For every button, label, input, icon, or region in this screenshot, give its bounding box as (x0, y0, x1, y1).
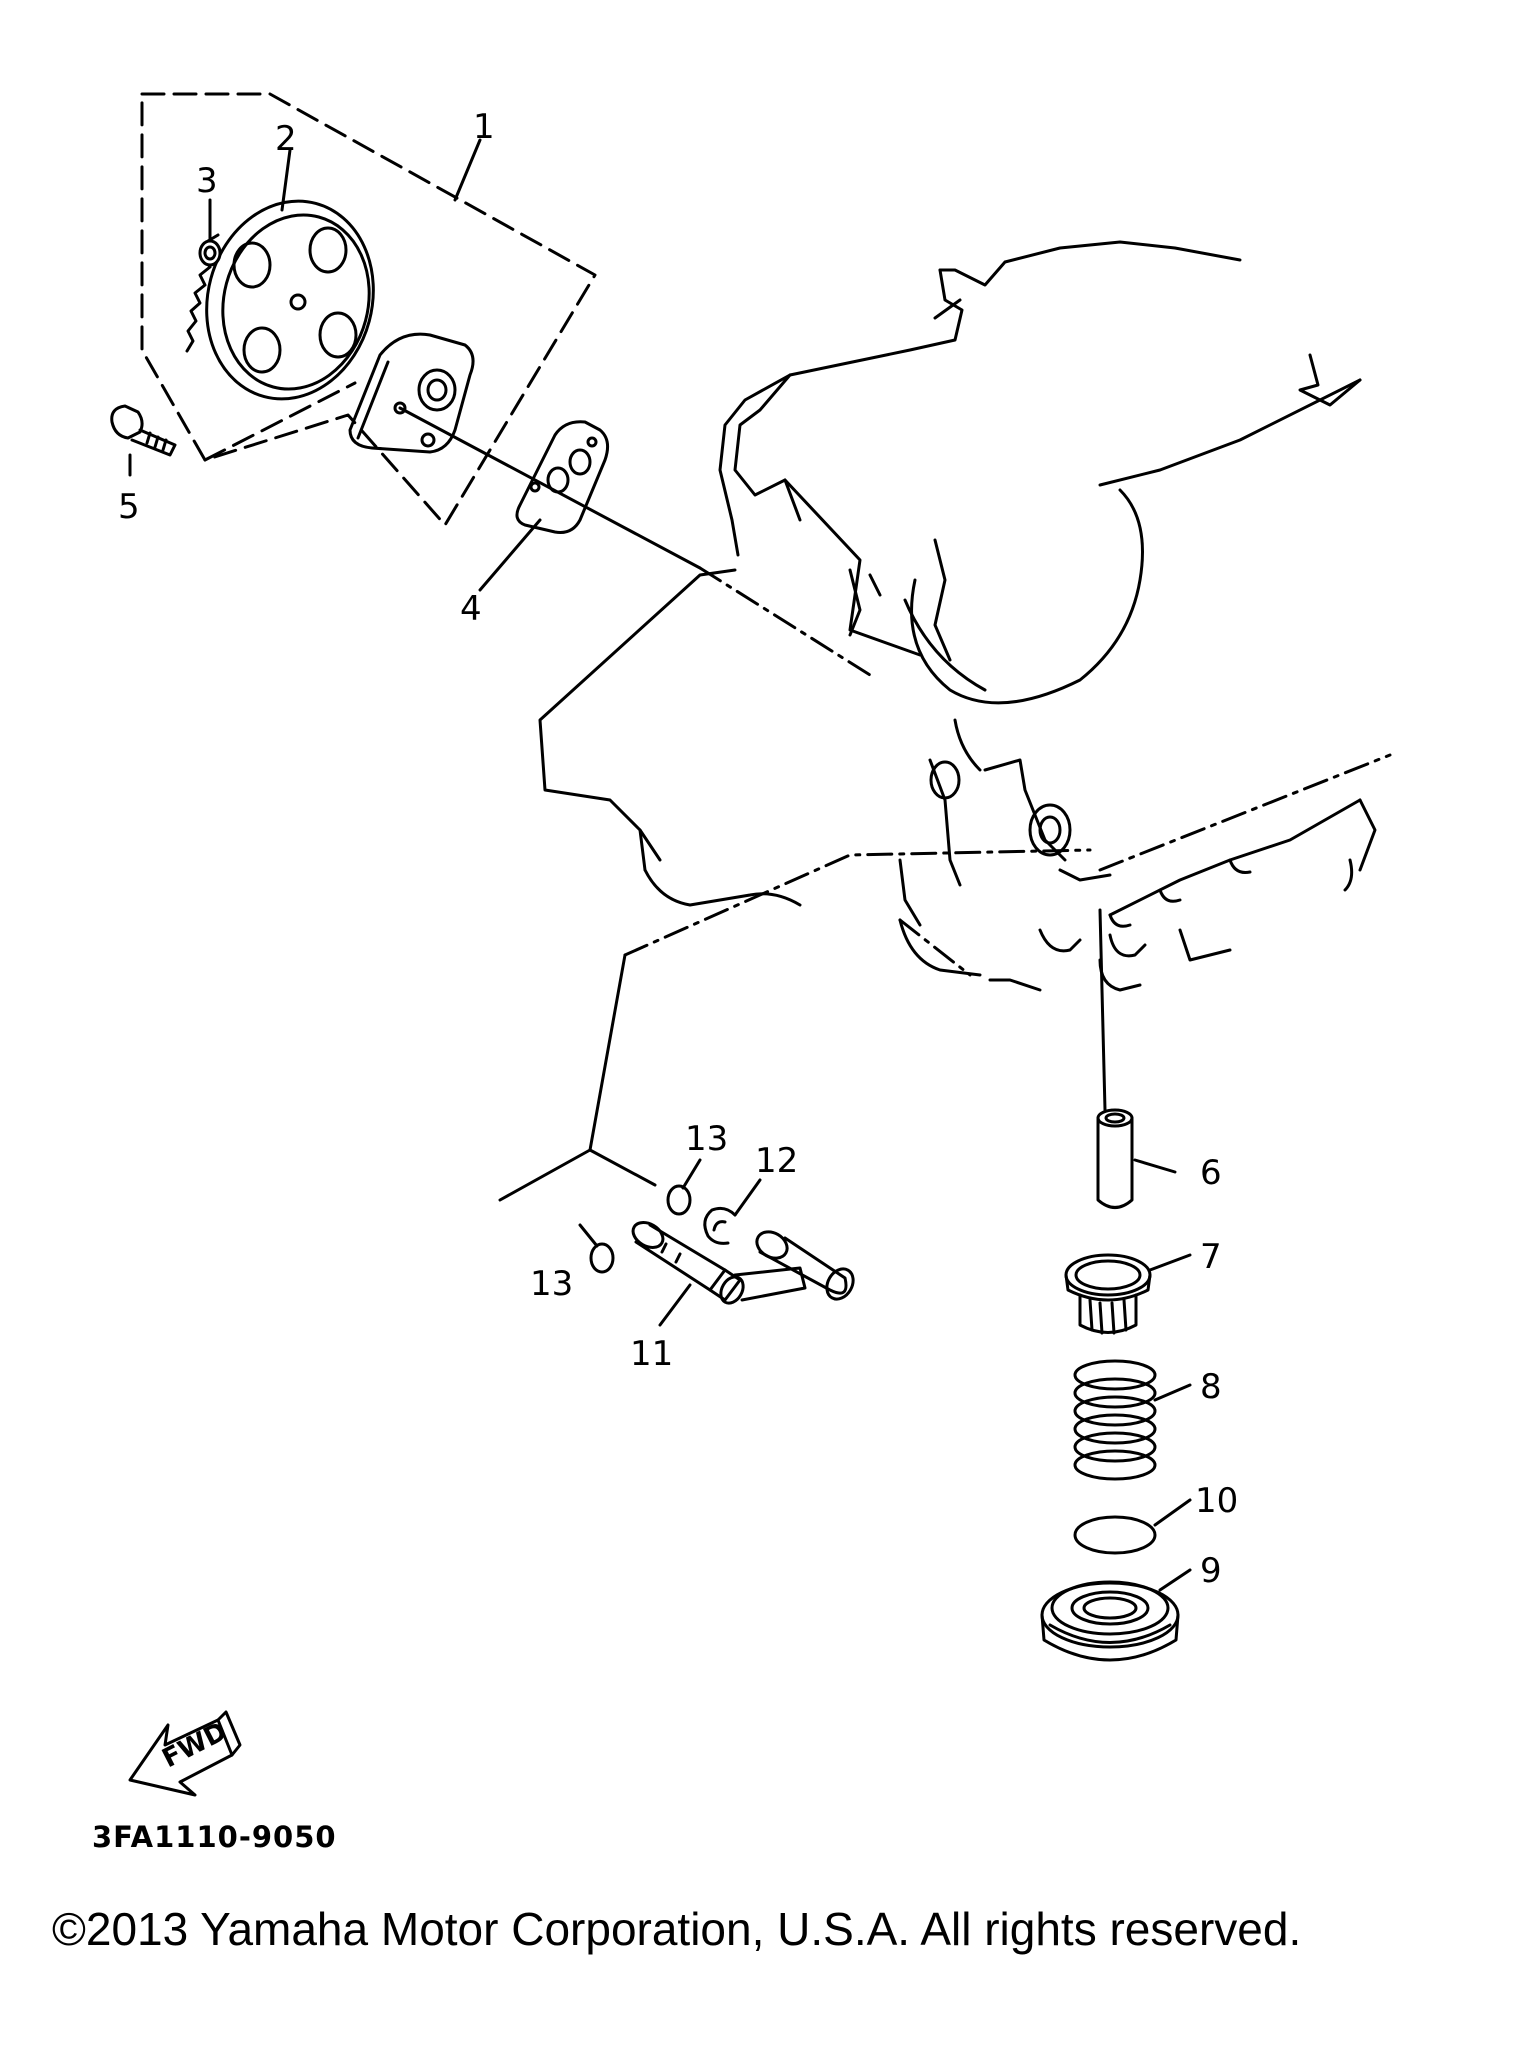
leader-9 (1158, 1568, 1192, 1592)
callout-4: 4 (460, 589, 482, 629)
leader-4 (478, 518, 542, 592)
oil-pump-gear (185, 199, 375, 401)
o-ring-part (1073, 1515, 1157, 1555)
drain-plug (1040, 1580, 1180, 1662)
oil-pump-body (348, 332, 475, 454)
callout-13-a: 13 (685, 1119, 728, 1159)
callout-13-b: 13 (530, 1264, 573, 1304)
bolt-part (110, 404, 177, 457)
crankcase-outline (538, 240, 1392, 992)
leader-2 (280, 148, 292, 212)
washer-part (198, 239, 222, 267)
fwd-arrow-icon (128, 1710, 242, 1797)
leader-12 (733, 1178, 762, 1217)
leader-11 (658, 1283, 692, 1327)
callout-6: 6 (1200, 1153, 1222, 1193)
circlip-part (703, 1206, 737, 1245)
callout-2: 2 (275, 119, 297, 159)
copyright-notice: ©2013 Yamaha Motor Corporation, U.S.A. A… (52, 1903, 1302, 1955)
leader-7 (1148, 1253, 1192, 1272)
callout-11: 11 (630, 1334, 673, 1374)
leader-1 (453, 138, 482, 202)
leader-10 (1153, 1498, 1192, 1527)
leader-8 (1153, 1383, 1192, 1402)
o-ring-13-a (666, 1184, 692, 1216)
callout-8: 8 (1200, 1367, 1222, 1407)
callout-7: 7 (1200, 1237, 1222, 1277)
strainer-cap (1064, 1253, 1152, 1335)
spring-part (1073, 1359, 1157, 1481)
leader-13b (578, 1223, 599, 1248)
dowel-pin (1096, 1108, 1134, 1209)
pump-drive-shaft (631, 1221, 855, 1305)
assembly-boundary (140, 92, 597, 527)
pump-gasket (515, 420, 610, 534)
leader-6 (1133, 1158, 1177, 1174)
o-ring-13-b (589, 1242, 615, 1274)
leader-13a (681, 1158, 702, 1190)
callout-12: 12 (755, 1141, 798, 1181)
callout-1: 1 (473, 107, 495, 147)
part-code: 3FA1110-9050 (92, 1820, 337, 1854)
callout-3: 3 (196, 161, 218, 201)
callout-10: 10 (1195, 1481, 1238, 1521)
callout-5: 5 (118, 487, 140, 527)
callout-9: 9 (1200, 1551, 1222, 1591)
